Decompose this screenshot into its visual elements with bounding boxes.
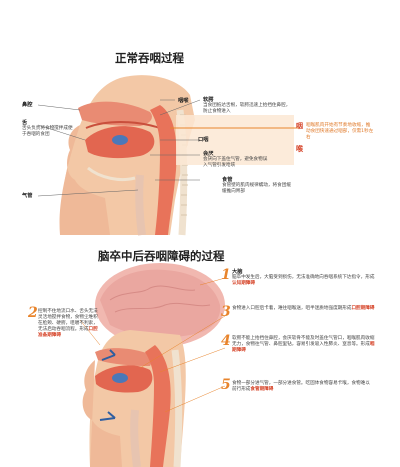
side-desc: 咽喉肌肉开始有节奏地收缩，推动食团快速通过咽部，仅需1秒左右 [306, 123, 374, 141]
bottom-title: 脑卒中后吞咽障碍的过程 [98, 249, 225, 263]
step-2-text: 控制不住地流口水、舌头无法灵活地搅拌食物，食物尘堆积在脸颊、硬腭，咀嚼不利索，无… [38, 309, 98, 339]
side-yan: 咽 [296, 122, 303, 130]
step-4-text: 软腭不能上抬挡住鼻腔，会厌软骨不能及时盖住气管口，咽喉肌肉收缩无力，食物往气管、… [232, 336, 375, 354]
soft-palate-desc: 当食团抵达舌根，软腭迅速上抬挡住鼻腔，防止食物进入 [203, 103, 291, 115]
step-2-number: 2 [28, 305, 38, 321]
stroke-swallow-head-illustration [79, 263, 226, 467]
esophagus-desc: 食管壁的肌肉规律蠕动，将食团缓缓推向胃部 [222, 183, 291, 195]
tongue-desc: 舌头负责将食物搅拌成便于吞咽的食团 [22, 126, 73, 138]
step-5-text: 食物一部分进气管，一部分进食管。吃固体食物容易卡喉，食物难以前行形成食管期障碍 [232, 381, 370, 393]
top-leader-lines [37, 99, 201, 197]
label-nasal-cavity: 鼻腔 [22, 102, 33, 108]
step-5-number: 5 [221, 377, 231, 393]
top-title: 正常吞咽过程 [115, 51, 184, 65]
label-trachea: 气管 [22, 193, 33, 199]
label-oropharynx: 口咽 [198, 137, 209, 143]
step-5-highlight: 食管期障碍 [250, 387, 274, 393]
label-epiglottis: 会厌 [203, 151, 214, 157]
step-4-highlight: 咽期障碍 [232, 342, 375, 354]
epiglottis-desc: 会厌向下盖住气管，避免食物误入气管引发呛咳 [203, 157, 268, 169]
label-pharynx: 咽喉 [178, 98, 189, 104]
normal-swallow-head-illustration [59, 75, 300, 236]
label-tongue: 舌 [22, 120, 28, 126]
step-1-head: 大脑 [232, 269, 243, 275]
step-3-number: 3 [221, 304, 231, 320]
step-2-highlight: 口腔准备期障碍 [38, 327, 98, 339]
step-3-text: 食物进入口腔后卡着，难往咽喉送，咀半迷质地强度期形成口腔期障碍 [232, 306, 375, 311]
label-esophagus: 食管 [222, 177, 233, 183]
step-4-number: 4 [221, 333, 231, 349]
label-soft-palate: 软腭 [203, 97, 214, 103]
step-1-highlight: 认知期障碍 [232, 281, 255, 287]
step-3-highlight: 口腔期障碍 [351, 306, 375, 311]
side-hou: 喉 [296, 145, 303, 153]
step-1-number: 1 [221, 267, 231, 283]
step-1-text: 脑卒中发生后，大脑受到损伤，无法准确地向吞咽系统下达指令，形成认知期障碍 [232, 275, 375, 287]
